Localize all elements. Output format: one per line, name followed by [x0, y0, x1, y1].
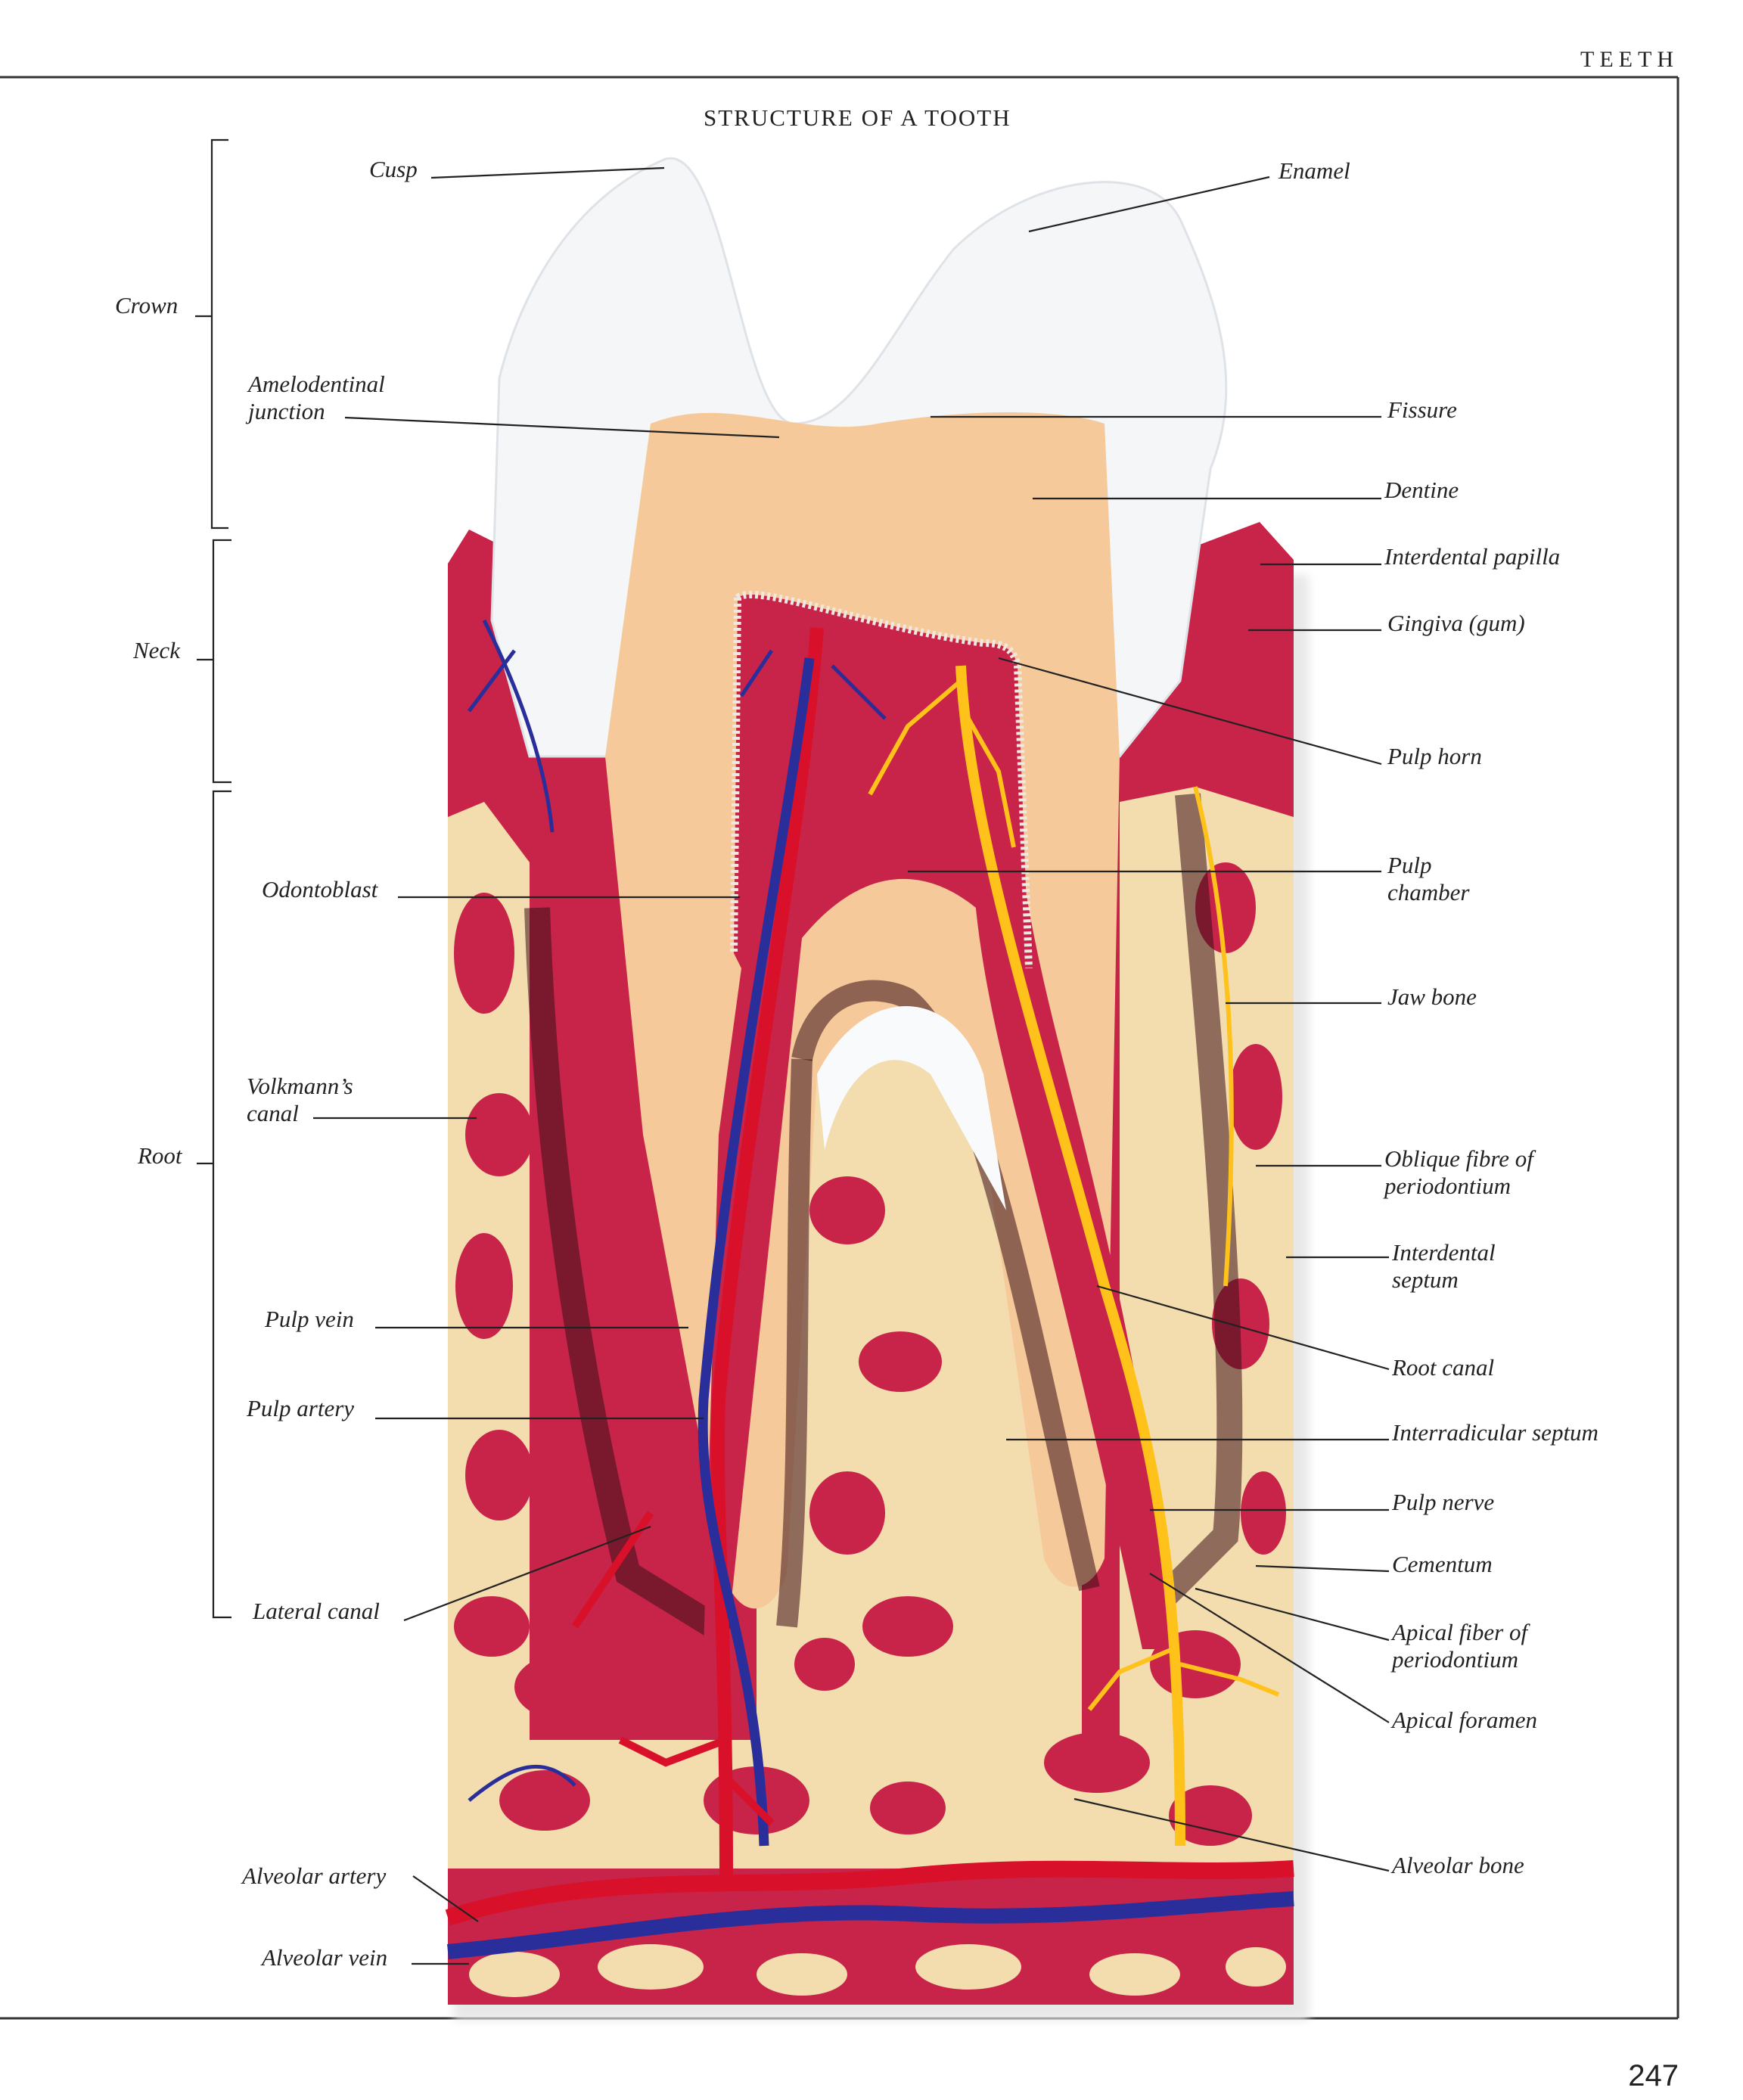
alveolar-vein-vessel	[447, 1891, 1294, 1959]
odontoblast-label: Odontoblast	[262, 876, 378, 902]
alveolar-vein-label: Alveolar vein	[262, 1944, 388, 1971]
apical-fiber-leader	[1195, 1587, 1390, 1642]
fissure-label: Fissure	[1387, 396, 1457, 423]
jaw-bone-label: Jaw bone	[1387, 983, 1477, 1010]
apical-fiber-label: Apical fiber of periodontium	[1392, 1619, 1527, 1673]
alveolar-artery-leader	[412, 1875, 479, 1922]
pulp-chamber-label: Pulp chamber	[1387, 852, 1469, 906]
neck-bracket	[212, 539, 231, 784]
diagram-title: STRUCTURE OF A TOOTH	[704, 104, 1011, 131]
volkmann-label: Volkmann’s canal	[247, 1073, 353, 1127]
volkmann-line-2: canal	[247, 1100, 299, 1126]
nerve-branches	[868, 679, 1280, 1711]
pulp-nerve-label: Pulp nerve	[1392, 1489, 1495, 1515]
enamel-label: Enamel	[1279, 157, 1350, 184]
pulp-nerve-vessel	[955, 665, 1185, 1847]
root-canal-leader	[1096, 1285, 1390, 1371]
pulp-horn-leader	[998, 657, 1382, 766]
cementum-label: Cementum	[1392, 1551, 1493, 1577]
alveolar-artery-label: Alveolar artery	[242, 1862, 387, 1889]
amelodentinal-line-2: junction	[248, 398, 325, 424]
volkmann-line-1: Volkmann’s	[247, 1073, 353, 1099]
oblique-fibre-line-2: periodontium	[1384, 1173, 1512, 1199]
oblique-fibre-line-1: Oblique fibre of	[1384, 1145, 1533, 1172]
periodontal-ligament-inner-left	[776, 1058, 812, 1628]
dentine-label: Dentine	[1384, 477, 1459, 503]
pulp-chamber-line-1: Pulp	[1387, 852, 1432, 878]
interdental-septum-line-1: Interdental	[1392, 1239, 1496, 1266]
alveolar-bone-label: Alveolar bone	[1392, 1852, 1524, 1878]
root-label: Root	[138, 1142, 182, 1169]
periodontal-ligament-right	[1140, 793, 1243, 1621]
interdental-septum-line-2: septum	[1392, 1266, 1459, 1293]
cementum-leader	[1255, 1564, 1390, 1573]
alveolar-bottom-marrow	[469, 1944, 1286, 1997]
interradicular-septum-label: Interradicular septum	[1392, 1419, 1599, 1446]
lateral-canal-leader	[403, 1525, 651, 1622]
neck-label: Neck	[133, 637, 180, 663]
periodontal-ligament-left	[524, 907, 733, 1645]
amelodentinal-line-1: Amelodentinal	[248, 371, 385, 397]
enamel-leader	[1028, 176, 1270, 233]
root-canal-label: Root canal	[1392, 1354, 1495, 1381]
root-bracket	[212, 790, 231, 1619]
root-canal-right	[971, 666, 1180, 1649]
crown-bracket	[210, 138, 228, 530]
crown-label: Crown	[115, 292, 179, 318]
apical-foramen-label: Apical foramen	[1392, 1707, 1537, 1733]
apical-fiber-line-1: Apical fiber of	[1392, 1619, 1528, 1645]
apical-foramen-leader	[1149, 1573, 1390, 1723]
apical-fiber-line-2: periodontium	[1392, 1646, 1519, 1673]
odontoblast-layer	[735, 591, 1033, 969]
pulp-artery-label: Pulp artery	[247, 1395, 355, 1421]
amelodentinal-leader	[344, 416, 780, 439]
pulp-chamber-line-2: chamber	[1387, 879, 1470, 906]
pulp-vein-label: Pulp vein	[265, 1306, 354, 1332]
cusp-leader	[430, 166, 665, 179]
lateral-canal-label: Lateral canal	[253, 1598, 380, 1624]
pulp-horn-label: Pulp horn	[1387, 743, 1482, 769]
alveolar-bone-leader	[1073, 1797, 1390, 1872]
alveolar-artery-vessel	[445, 1860, 1294, 1926]
interdental-papilla-label: Interdental papilla	[1384, 543, 1561, 570]
odontoblast-layer-left	[730, 597, 741, 954]
running-head: TEETH	[1580, 47, 1679, 72]
page-number: 247	[1628, 2059, 1679, 2092]
gingiva-label: Gingiva (gum)	[1387, 610, 1525, 636]
pulp-artery-vessel	[710, 627, 824, 1877]
interdental-septum-label: Interdental septum	[1392, 1239, 1496, 1294]
vessel-branches	[468, 619, 887, 1802]
cusp-label: Cusp	[369, 156, 418, 182]
interradicular-halo	[817, 1006, 1006, 1210]
oblique-fibre-label: Oblique fibre of periodontium	[1384, 1145, 1533, 1200]
pulp-vein-vessel	[698, 657, 815, 1847]
amelodentinal-label: Amelodentinal junction	[248, 371, 385, 425]
